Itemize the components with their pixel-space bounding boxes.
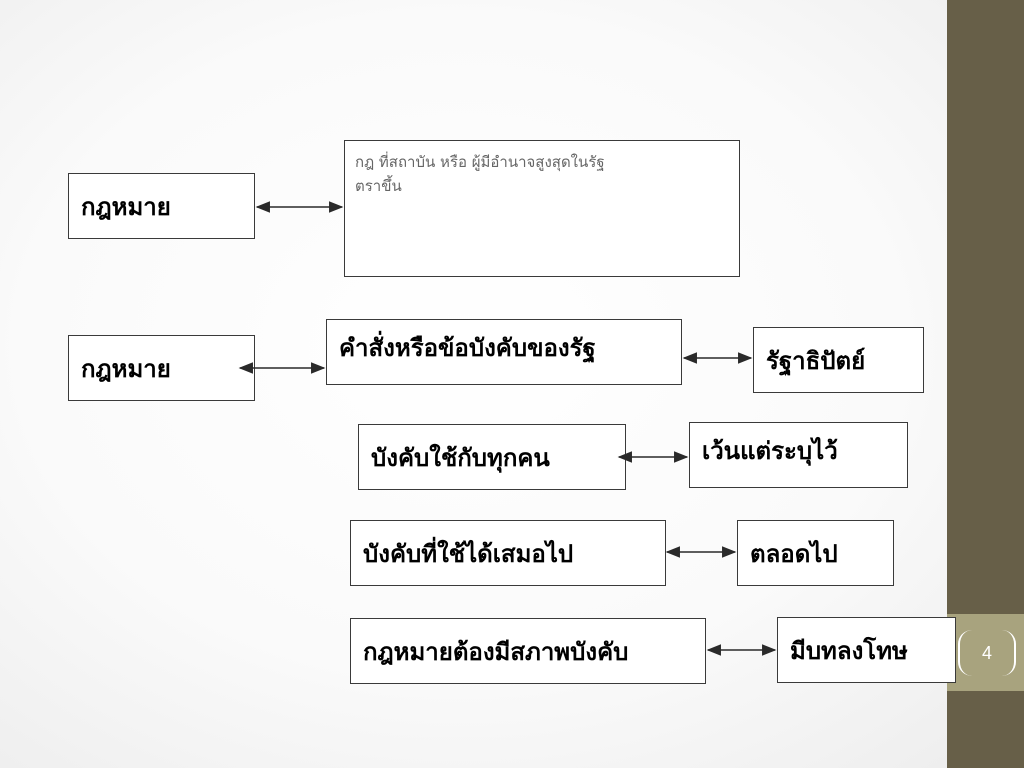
- definition-note-line-2: ตราขึ้น: [355, 177, 402, 195]
- definition-note-box: กฎ ที่สถาบัน หรือ ผู้มีอำนาจสูงสุดในรัฐ …: [344, 140, 740, 277]
- law-box-label: กฎหมาย: [81, 353, 171, 383]
- law-box-label: กฎหมาย: [81, 191, 171, 221]
- law-box-command: กฎหมาย: [68, 335, 255, 401]
- state-command-label: คำสั่งหรือข้อบังคับของรัฐ: [339, 333, 596, 362]
- result-label: ตลอดไป: [750, 538, 838, 568]
- property-label: บังคับที่ใช้ได้เสมอไป: [363, 538, 574, 568]
- result-box-penalty: มีบทลงโทษ: [777, 617, 956, 683]
- law-box-definition: กฎหมาย: [68, 173, 255, 239]
- page-number: 4: [981, 642, 992, 663]
- result-box-forever: ตลอดไป: [737, 520, 894, 586]
- sovereign-box: รัฐาธิปัตย์: [753, 327, 924, 393]
- definition-note-line-1: กฎ ที่สถาบัน หรือ ผู้มีอำนาจสูงสุดในรัฐ: [355, 153, 605, 171]
- property-box-universal: บังคับใช้กับทุกคน: [358, 424, 626, 490]
- result-label: มีบทลงโทษ: [790, 635, 908, 665]
- state-command-box: คำสั่งหรือข้อบังคับของรัฐ: [326, 319, 682, 385]
- property-label: บังคับใช้กับทุกคน: [371, 442, 550, 472]
- result-box-unless-specified: เว้นแต่ระบุไว้: [689, 422, 908, 488]
- property-box-enforcement: กฎหมายต้องมีสภาพบังคับ: [350, 618, 706, 684]
- property-label: กฎหมายต้องมีสภาพบังคับ: [363, 636, 629, 666]
- result-label: เว้นแต่ระบุไว้: [702, 436, 838, 465]
- property-box-always: บังคับที่ใช้ได้เสมอไป: [350, 520, 666, 586]
- page-number-bracket: 4: [958, 630, 1016, 676]
- sovereign-label: รัฐาธิปัตย์: [766, 345, 866, 375]
